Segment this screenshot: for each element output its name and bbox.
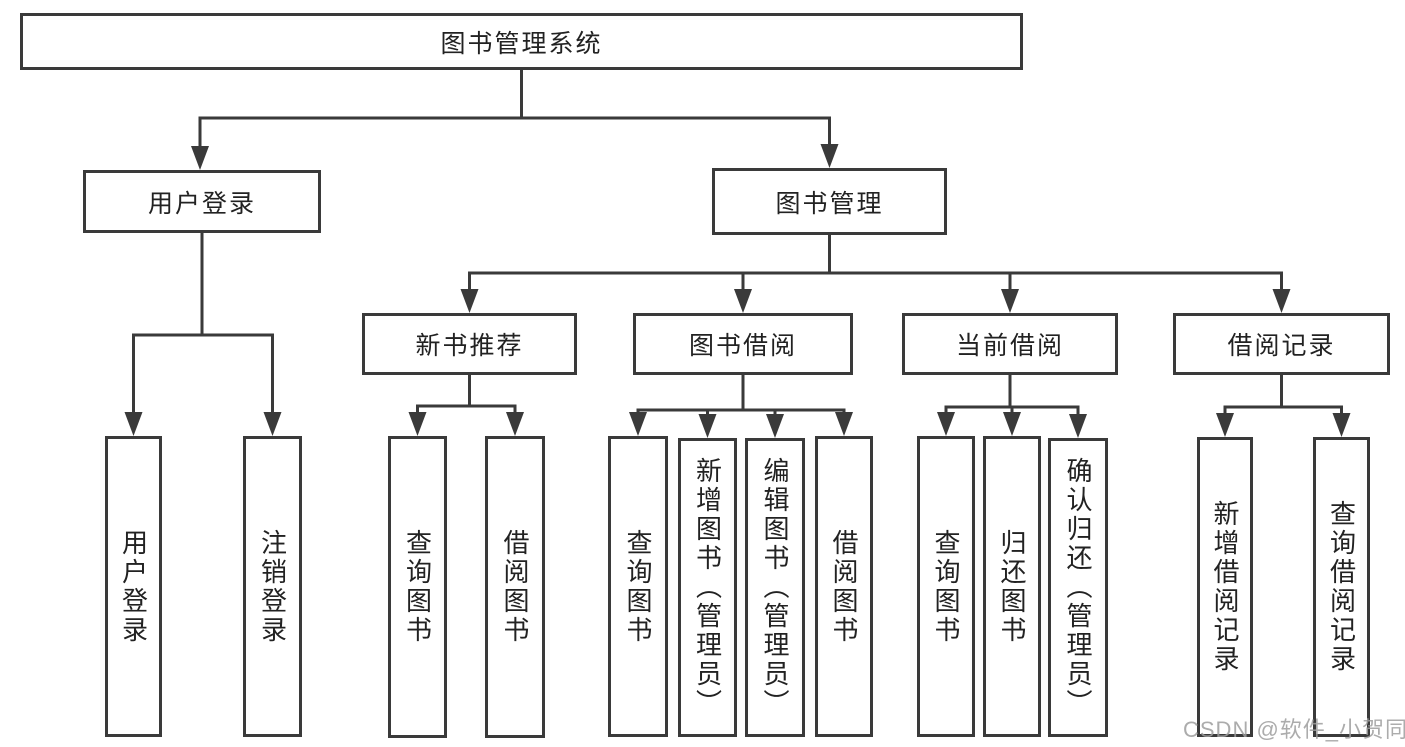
node-user-login-label: 用户登录 — [147, 189, 256, 218]
node-root-label: 图书管理系统 — [440, 29, 603, 58]
node-borrow-records: 借阅记录 — [1173, 313, 1390, 375]
connector-root-to-level2 — [191, 68, 839, 170]
node-book-borrow: 图书借阅 — [633, 313, 853, 375]
leaf-borrow-book-2-label: 借阅图书 — [829, 528, 859, 645]
leaf-query-book-2: 查询图书 — [608, 436, 668, 737]
leaf-user-login-label: 用户登录 — [118, 528, 149, 645]
leaf-confirm-return: 确认归还（管理员） — [1048, 438, 1108, 737]
leaf-query-book-1-label: 查询图书 — [402, 529, 433, 645]
leaf-return-book-label: 归还图书 — [997, 528, 1027, 645]
leaf-add-book-label: 新增图书（管理员） — [692, 457, 723, 718]
leaf-query-book-3: 查询图书 — [917, 436, 975, 737]
leaf-query-book-3-label: 查询图书 — [931, 528, 961, 645]
connector-book-borrow-to-leaves — [629, 373, 853, 438]
leaf-logout: 注销登录 — [243, 436, 302, 737]
leaf-query-book-2-label: 查询图书 — [623, 528, 653, 645]
leaf-edit-book-label: 编辑图书（管理员） — [760, 457, 790, 718]
node-borrow-records-label: 借阅记录 — [1227, 332, 1336, 360]
connector-current-borrow-to-leaves — [937, 373, 1087, 438]
node-current-borrow: 当前借阅 — [902, 313, 1118, 375]
connector-user-login-to-leaves — [124, 231, 282, 436]
leaf-add-record: 新增借阅记录 — [1197, 437, 1253, 737]
leaf-confirm-return-label: 确认归还（管理员） — [1063, 457, 1093, 718]
leaf-logout-label: 注销登录 — [257, 528, 288, 645]
leaf-add-book: 新增图书（管理员） — [678, 438, 737, 737]
leaf-user-login: 用户登录 — [105, 436, 162, 737]
node-new-book-rec: 新书推荐 — [362, 313, 577, 375]
leaf-borrow-book-1-label: 借阅图书 — [500, 529, 530, 645]
node-current-borrow-label: 当前借阅 — [955, 332, 1064, 360]
leaf-edit-book: 编辑图书（管理员） — [745, 438, 805, 737]
leaf-query-record: 查询借阅记录 — [1313, 437, 1370, 737]
connector-borrow-records-to-leaves — [1216, 373, 1351, 437]
leaf-return-book: 归还图书 — [983, 436, 1041, 737]
node-book-mgmt: 图书管理 — [712, 168, 947, 235]
leaf-query-record-label: 查询借阅记录 — [1326, 500, 1357, 674]
leaf-query-book-1: 查询图书 — [388, 436, 447, 738]
node-book-borrow-label: 图书借阅 — [688, 332, 797, 360]
node-book-mgmt-label: 图书管理 — [775, 189, 884, 218]
node-root: 图书管理系统 — [20, 13, 1023, 70]
leaf-borrow-book-1: 借阅图书 — [485, 436, 545, 738]
node-user-login: 用户登录 — [83, 170, 321, 233]
connector-book-mgmt-to-level3 — [460, 233, 1291, 313]
leaf-add-record-label: 新增借阅记录 — [1210, 500, 1240, 674]
node-new-book-rec-label: 新书推荐 — [415, 332, 524, 360]
leaf-borrow-book-2: 借阅图书 — [815, 436, 873, 737]
csdn-watermark: CSDN @软件_小贺同学 — [1183, 717, 1405, 742]
connector-new-book-rec-to-leaves — [408, 373, 524, 436]
